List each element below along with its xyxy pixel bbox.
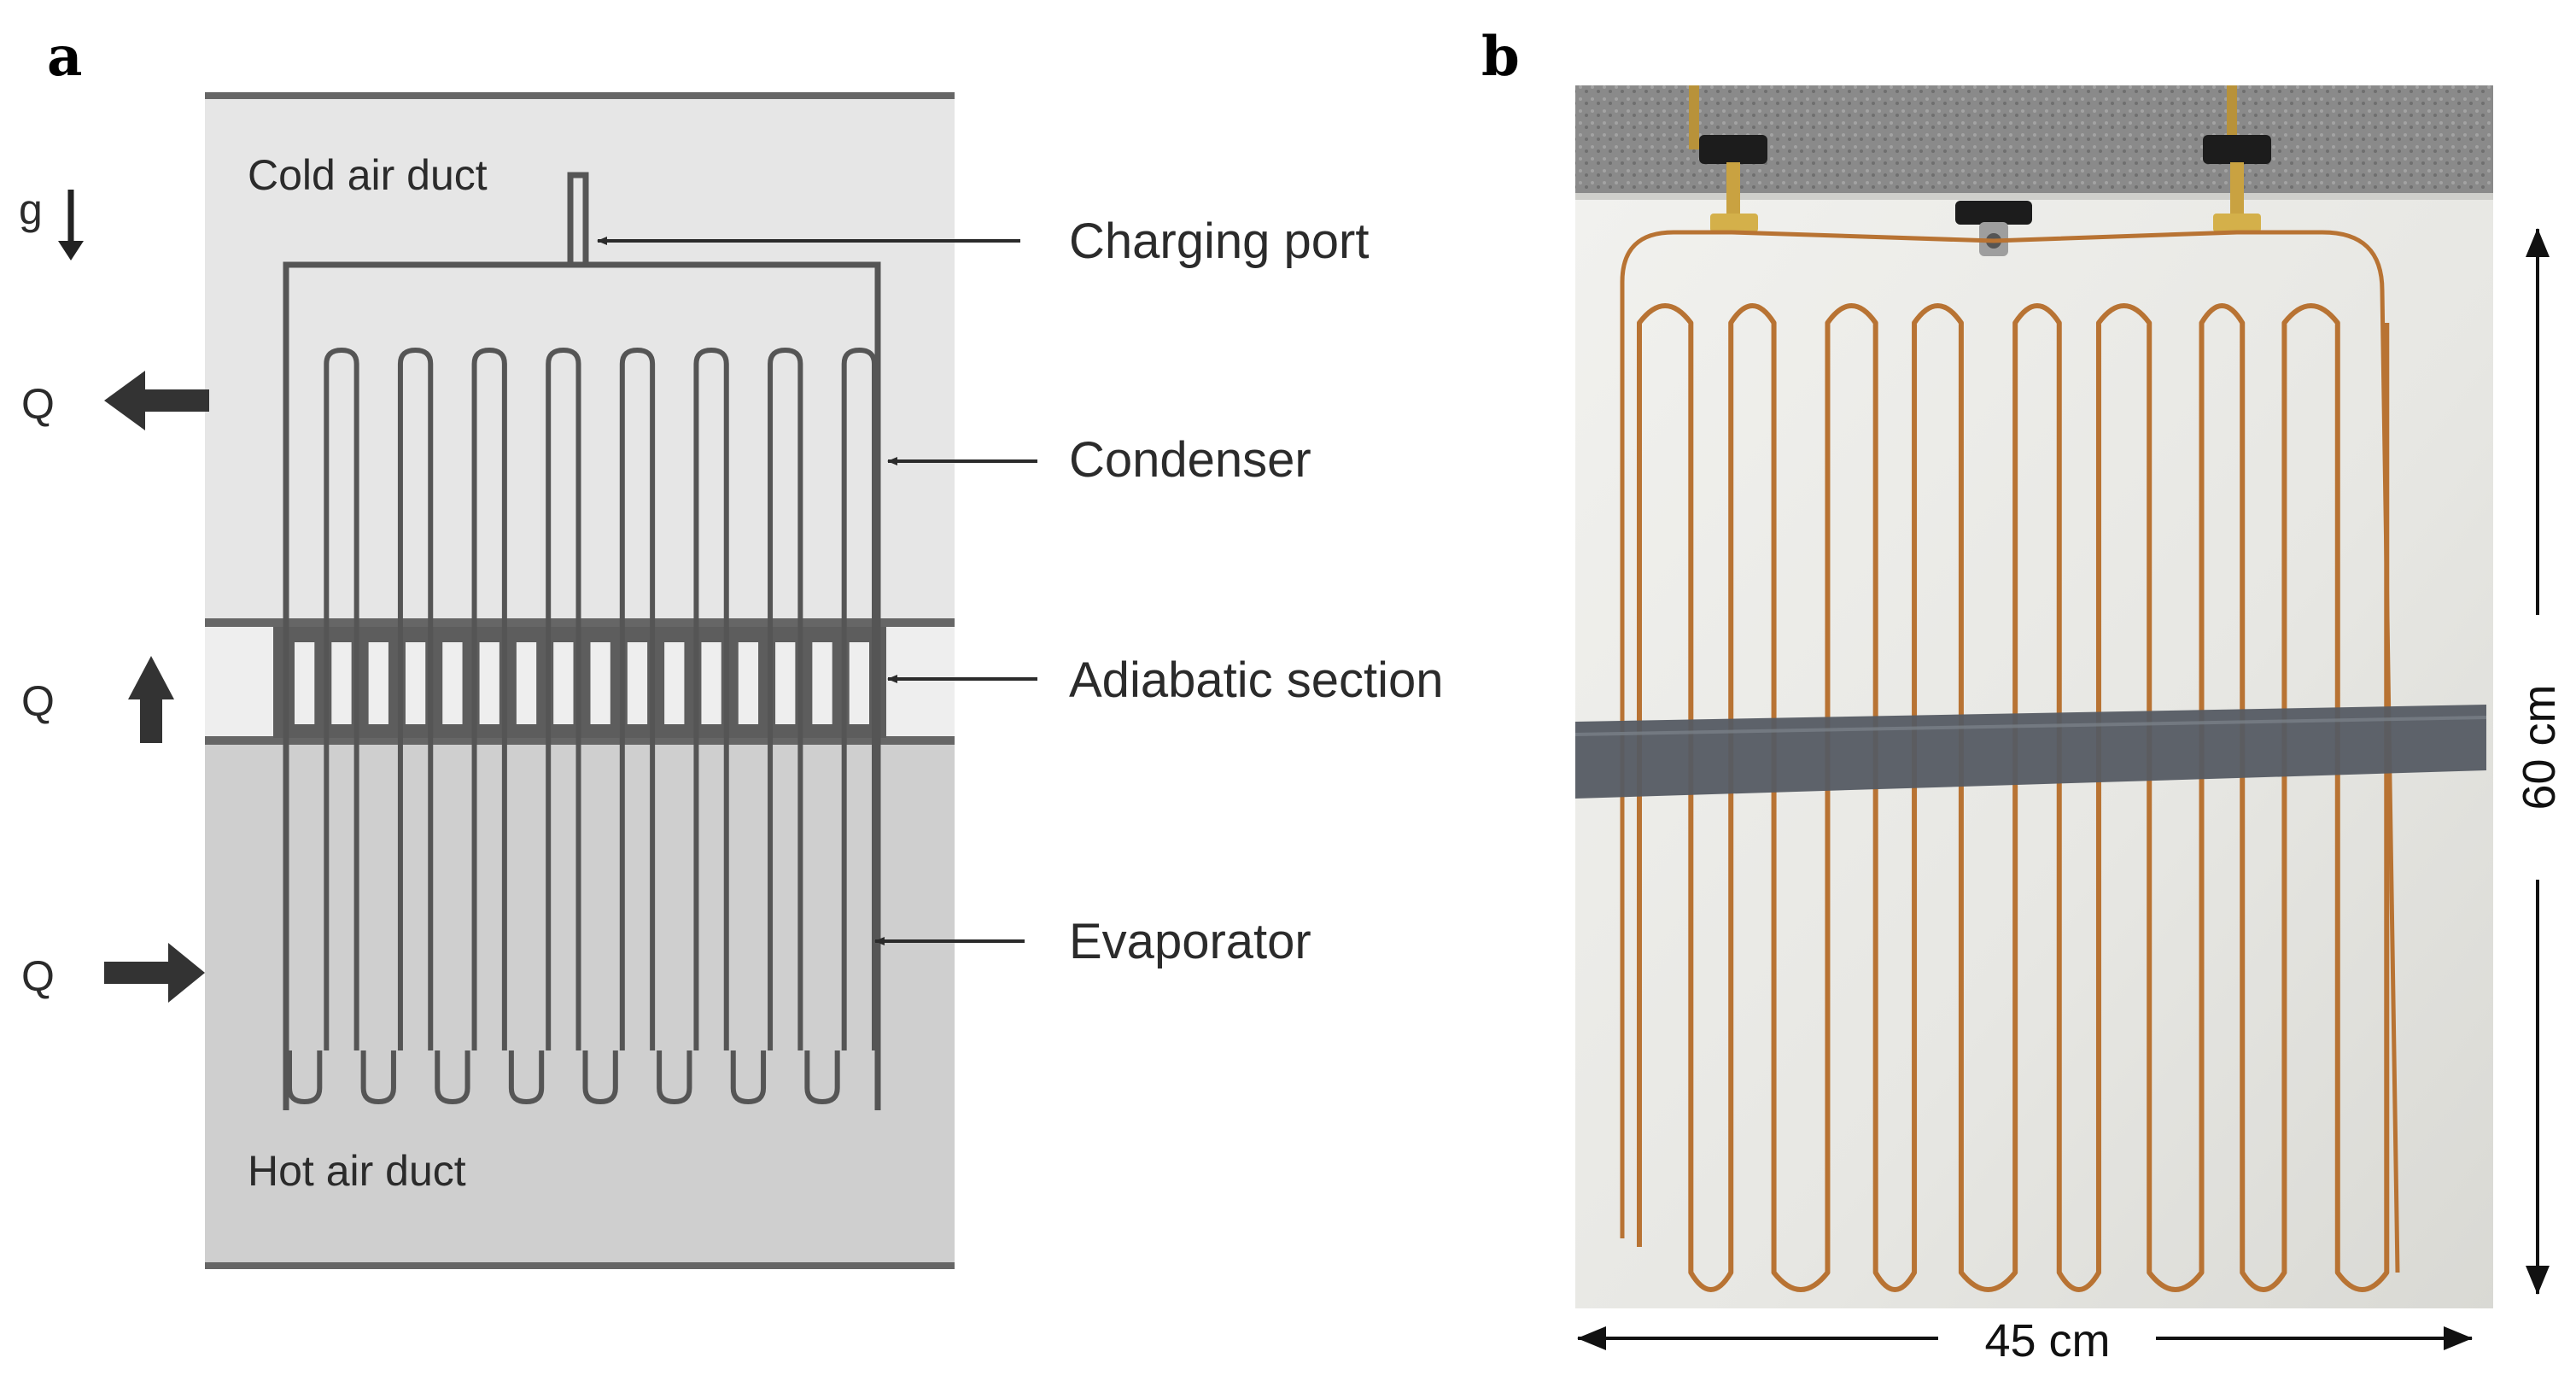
adiabatic-slot xyxy=(368,642,388,724)
height-dimension: 60 cm xyxy=(2514,228,2565,1295)
adiabatic-slot xyxy=(775,642,796,724)
tube-header xyxy=(283,261,881,1110)
tube-hairpin xyxy=(841,347,877,1050)
callout-arrows xyxy=(597,237,1037,945)
condenser-label: Condenser xyxy=(1069,432,1311,488)
photo xyxy=(1574,85,2493,1308)
adiabatic-slot xyxy=(664,642,685,724)
evaporator-label: Evaporator xyxy=(1069,914,1311,969)
tube-hairpin xyxy=(582,1050,618,1105)
hot-air-duct-label: Hot air duct xyxy=(248,1147,466,1195)
adiabatic-slot xyxy=(812,642,832,724)
charging-port xyxy=(567,172,589,265)
adiabatic-section-label: Adiabatic section xyxy=(1069,652,1443,708)
tube-hairpin xyxy=(693,347,729,1050)
adiabatic-slot xyxy=(701,642,721,724)
tube-hairpin xyxy=(471,347,507,1050)
adiabatic-slot xyxy=(405,642,426,724)
tube-hairpin xyxy=(657,1050,692,1105)
tube-hairpin xyxy=(730,1050,767,1105)
tube-hairpin xyxy=(619,347,656,1050)
copper-tube xyxy=(1637,303,2390,1292)
gravity-label: g xyxy=(19,185,43,233)
adiabatic-slot xyxy=(295,642,315,724)
copper-header xyxy=(1620,230,2400,1273)
adiabatic-slot xyxy=(442,642,463,724)
tube-hairpin xyxy=(397,347,434,1050)
heat-out-arrow-icon xyxy=(104,371,209,430)
duct-tape xyxy=(1575,705,2486,799)
wall-background xyxy=(1575,85,2493,1308)
adiabatic-slot xyxy=(849,642,869,724)
panel-b-letter: b xyxy=(1481,25,1520,89)
width-dimension: 45 cm xyxy=(1577,1315,2473,1366)
charging-port-label: Charging port xyxy=(1069,214,1369,269)
adiabatic-slot xyxy=(627,642,648,724)
tube-hairpin xyxy=(360,1050,396,1105)
heat-in-label: Q xyxy=(21,952,55,1000)
panel-a-letter: a xyxy=(47,25,82,89)
adiabatic-slot xyxy=(553,642,574,724)
tube-hairpin xyxy=(546,347,581,1050)
pulsating-heat-pipe-tubes xyxy=(283,261,881,1110)
tube-hairpin xyxy=(324,347,359,1050)
tube-hairpin xyxy=(508,1050,545,1105)
valve-right-icon xyxy=(2203,85,2271,232)
tube-hairpin xyxy=(804,1050,840,1105)
panel-b: b xyxy=(1481,25,2565,1366)
copper-serpentine xyxy=(1637,303,2390,1292)
width-label: 45 cm xyxy=(1984,1315,2110,1366)
heat-adiabatic-label: Q xyxy=(21,677,55,725)
heat-in-arrow-icon xyxy=(104,943,205,1003)
tube-hairpin xyxy=(435,1050,470,1105)
height-label: 60 cm xyxy=(2514,684,2565,810)
tube-hairpin xyxy=(768,347,803,1050)
gravity-arrow-icon xyxy=(58,190,84,260)
adiabatic-slot xyxy=(331,642,352,724)
adiabatic-slot xyxy=(479,642,499,724)
tube-hairpin xyxy=(287,1050,323,1105)
heat-out-label: Q xyxy=(21,380,55,428)
adiabatic-slot xyxy=(738,642,759,724)
adiabatic-slot xyxy=(590,642,610,724)
valve-left-icon xyxy=(1689,85,1767,232)
cold-air-duct-label: Cold air duct xyxy=(248,151,488,199)
panel-a: a Cold air duct Hot air duct g Q Q Q xyxy=(19,25,1443,1269)
adiabatic-slot xyxy=(516,642,537,724)
heat-up-arrow-icon xyxy=(128,656,174,743)
